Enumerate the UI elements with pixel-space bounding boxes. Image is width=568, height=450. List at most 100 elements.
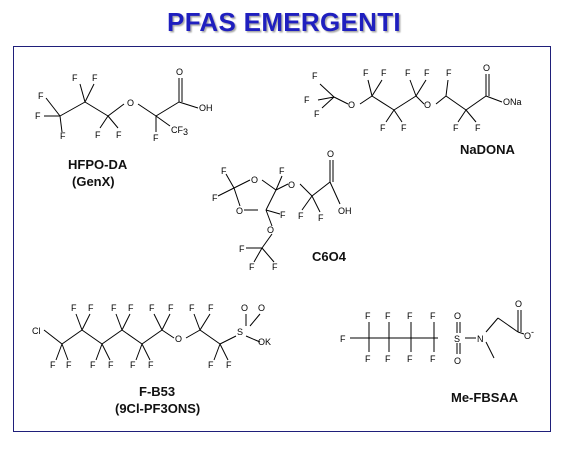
svg-text:F: F <box>148 360 154 370</box>
svg-text:F: F <box>66 360 72 370</box>
structure-nadona: F F F O F F F F F F O F F F O ONa <box>304 63 522 133</box>
svg-text:F: F <box>385 354 391 364</box>
svg-text:F: F <box>475 123 481 133</box>
svg-text:F: F <box>38 91 44 101</box>
svg-text:F: F <box>304 95 310 105</box>
compound-alias: (GenX) <box>72 174 115 189</box>
svg-text:O: O <box>236 206 243 216</box>
svg-text:F: F <box>401 123 407 133</box>
structure-hfpo-da: F F F F F F F O F O OH CF3 <box>35 67 213 143</box>
svg-text:F: F <box>90 360 96 370</box>
svg-text:CF3: CF3 <box>171 125 188 137</box>
compound-name: C6O4 <box>312 249 346 264</box>
svg-text:F: F <box>249 262 255 272</box>
compound-label-f-b53: F-B53 (9Cl-PF3ONS) <box>115 383 200 417</box>
svg-text:OK: OK <box>258 337 271 347</box>
svg-text:Cl: Cl <box>32 326 41 336</box>
svg-text:O: O <box>288 180 295 190</box>
structures-panel <box>13 46 551 432</box>
compound-name: HFPO-DA <box>68 157 128 172</box>
svg-text:F: F <box>385 311 391 321</box>
svg-text:O: O <box>241 303 248 313</box>
svg-text:F: F <box>153 133 159 143</box>
page-title: PFAS EMERGENTI <box>167 7 401 37</box>
svg-text:F: F <box>95 130 101 140</box>
svg-text:F: F <box>50 360 56 370</box>
svg-text:F: F <box>430 354 436 364</box>
svg-text:F: F <box>407 311 413 321</box>
compound-label-me-fbsaa: Me-FBSAA <box>451 389 518 406</box>
svg-text:F: F <box>92 73 98 83</box>
svg-text:O: O <box>176 67 183 77</box>
svg-text:F: F <box>272 262 278 272</box>
svg-text:F: F <box>312 71 318 81</box>
svg-text:O: O <box>327 149 334 159</box>
svg-text:F: F <box>318 213 324 223</box>
svg-text:F: F <box>221 166 227 176</box>
svg-text:F: F <box>363 68 369 78</box>
svg-text:O: O <box>251 175 258 185</box>
svg-text:F: F <box>60 131 66 141</box>
svg-text:F: F <box>446 68 452 78</box>
compound-alias: (9Cl-PF3ONS) <box>115 401 201 416</box>
svg-text:F: F <box>72 73 78 83</box>
svg-text:F: F <box>130 360 136 370</box>
svg-text:F: F <box>35 111 41 121</box>
svg-text:F: F <box>280 210 286 220</box>
svg-text:F: F <box>380 123 386 133</box>
compound-label-hfpo-da: HFPO-DA (GenX) <box>68 156 127 190</box>
svg-text:F: F <box>208 303 214 313</box>
svg-text:F: F <box>111 303 117 313</box>
svg-text:S: S <box>454 334 460 344</box>
svg-text:O: O <box>258 303 265 313</box>
svg-text:F: F <box>71 303 77 313</box>
svg-text:F: F <box>128 303 134 313</box>
svg-text:F: F <box>405 68 411 78</box>
svg-text:O: O <box>515 299 522 309</box>
svg-text:F: F <box>239 244 245 254</box>
svg-text:F: F <box>407 354 413 364</box>
svg-text:F: F <box>212 193 218 203</box>
svg-text:F: F <box>88 303 94 313</box>
svg-text:F: F <box>314 109 320 119</box>
svg-text:N: N <box>477 334 484 344</box>
svg-text:OH: OH <box>199 103 213 113</box>
structure-me-fbsaa: F F F F F F F F F O S O N O O- <box>340 299 534 366</box>
svg-text:O: O <box>483 63 490 73</box>
svg-text:O: O <box>348 100 355 110</box>
compound-name: Me-FBSAA <box>451 390 519 405</box>
svg-text:F: F <box>226 360 232 370</box>
svg-text:O: O <box>267 225 274 235</box>
svg-text:F: F <box>116 130 122 140</box>
svg-text:F: F <box>279 166 285 176</box>
svg-text:F: F <box>365 311 371 321</box>
svg-text:F: F <box>365 354 371 364</box>
svg-text:O: O <box>454 356 461 366</box>
svg-text:F: F <box>453 123 459 133</box>
svg-text:O-: O- <box>524 327 534 341</box>
svg-text:O: O <box>424 100 431 110</box>
svg-text:F: F <box>424 68 430 78</box>
svg-text:OH: OH <box>338 206 352 216</box>
svg-text:F: F <box>430 311 436 321</box>
structure-f-b53: Cl F F F F F F F F F F F F O F F F F S O… <box>32 303 271 370</box>
svg-text:F: F <box>108 360 114 370</box>
svg-text:F: F <box>208 360 214 370</box>
svg-text:F: F <box>168 303 174 313</box>
svg-text:O: O <box>454 311 461 321</box>
svg-text:F: F <box>189 303 195 313</box>
svg-text:F: F <box>298 211 304 221</box>
svg-text:F: F <box>381 68 387 78</box>
structure-c6o4: F F O O F O F O F F O OH F F F <box>212 149 352 272</box>
svg-text:ONa: ONa <box>503 97 522 107</box>
svg-text:O: O <box>127 98 134 108</box>
svg-text:F: F <box>340 334 346 344</box>
svg-text:O: O <box>175 334 182 344</box>
svg-text:S: S <box>237 327 243 337</box>
compound-name: NaDONA <box>460 142 515 157</box>
compound-label-c6o4: C6O4 <box>312 248 346 265</box>
compound-label-nadona: NaDONA <box>460 141 515 158</box>
compound-name: F-B53 <box>139 384 176 399</box>
svg-text:F: F <box>149 303 155 313</box>
